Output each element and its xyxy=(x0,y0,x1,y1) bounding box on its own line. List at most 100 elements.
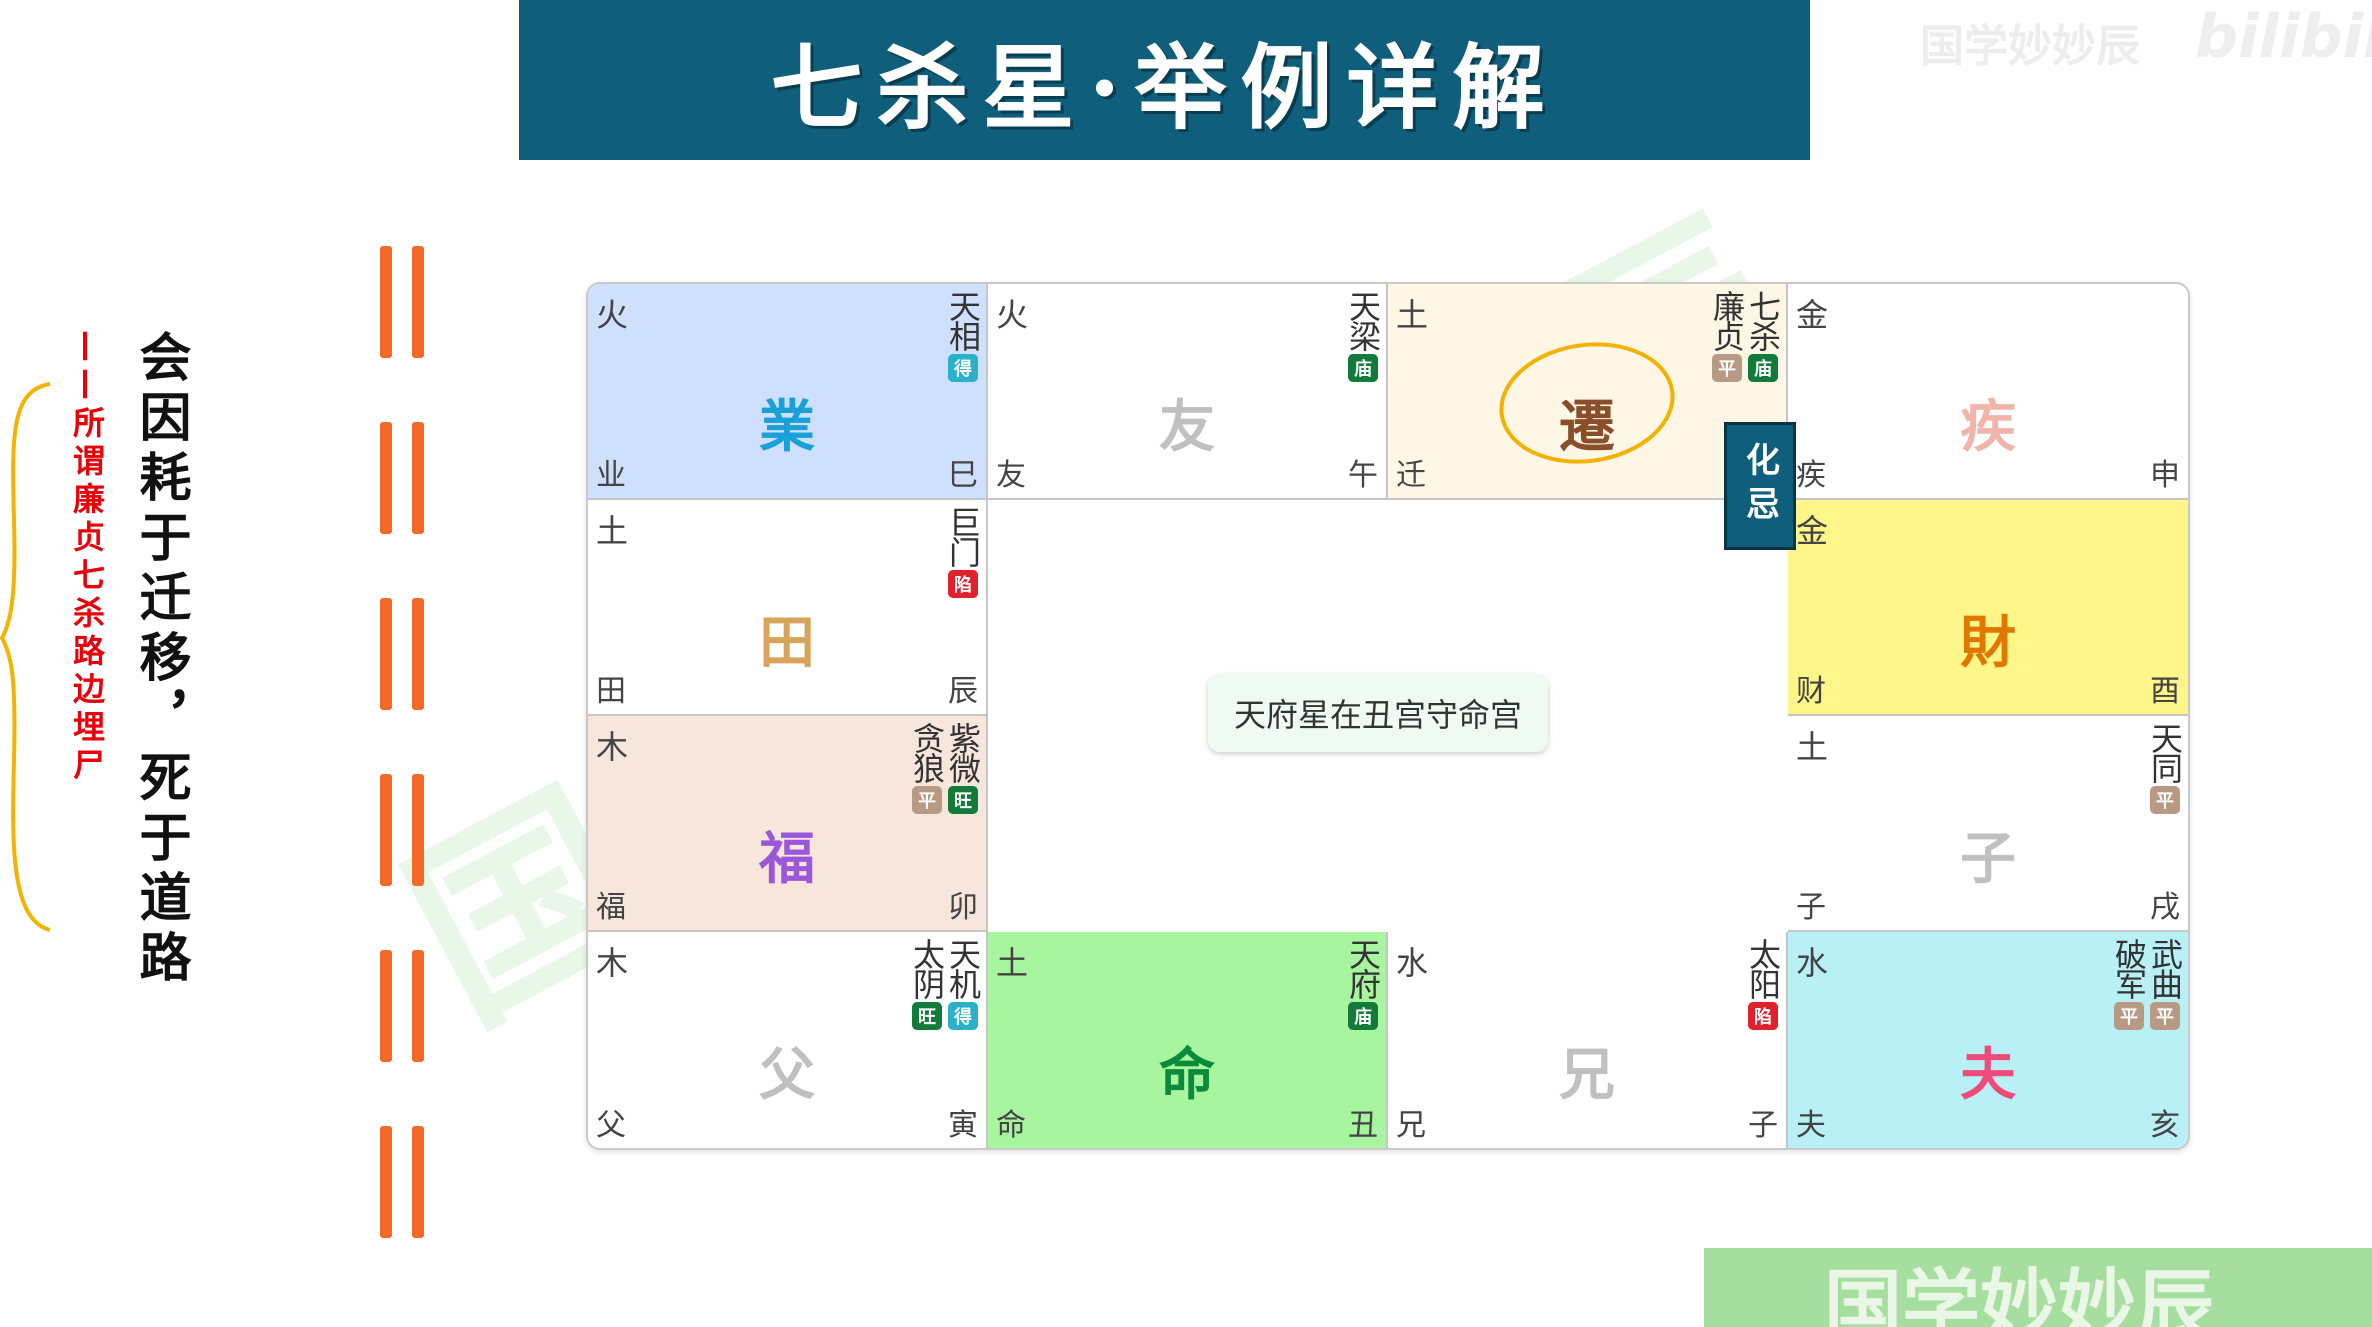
star-name: 天梁 xyxy=(1344,290,1382,350)
palace-cell-qian: 土廉贞平七杀庙遷迁未 xyxy=(1388,284,1788,500)
palace-element: 土 xyxy=(996,944,1029,982)
star-group: 天相得 xyxy=(944,290,982,382)
palace-name: 業 xyxy=(759,395,815,460)
star-name: 巨门 xyxy=(944,506,982,566)
palace-name: 田 xyxy=(759,611,815,676)
center-label: 天府星在丑宫守命宫 xyxy=(1208,674,1548,752)
star-status-badge: 得 xyxy=(948,354,978,382)
star-name: 天相 xyxy=(944,290,982,350)
star-name: 廉贞 xyxy=(1708,290,1746,350)
palace-short-label: 福 xyxy=(596,890,626,925)
star-status-badge: 旺 xyxy=(912,1002,942,1030)
palace-name: 父 xyxy=(759,1043,815,1108)
star-status-badge: 陷 xyxy=(948,570,978,598)
brand-box: 国学妙妙辰 xyxy=(1704,1248,2372,1327)
star-name: 紫微 xyxy=(944,722,982,782)
star-status-badge: 庙 xyxy=(1748,354,1778,382)
star-group: 天府庙 xyxy=(1344,938,1382,1030)
palace-branch-label: 丑 xyxy=(1348,1108,1378,1143)
palace-branch-label: 寅 xyxy=(948,1108,978,1143)
palace-branch-label: 卯 xyxy=(948,890,978,925)
palace-branch-label: 申 xyxy=(2150,458,2180,493)
palace-element: 水 xyxy=(1796,944,1829,982)
star-status-badge: 平 xyxy=(912,786,942,814)
orange-double-bar xyxy=(380,246,424,358)
highlight-circle-icon xyxy=(1499,342,1675,464)
palace-cell-cai: 金財财 酉 xyxy=(1788,500,2188,716)
star-status-badge: 庙 xyxy=(1348,1002,1378,1030)
palace-element: 木 xyxy=(596,728,629,766)
orange-double-bar xyxy=(380,774,424,886)
star-item: 七杀庙 xyxy=(1744,290,1782,382)
star-status-badge: 平 xyxy=(1712,354,1742,382)
palace-cell-fu2: 木太阴旺天机得父父寅 xyxy=(588,932,988,1148)
star-group: 太阴旺天机得 xyxy=(908,938,982,1030)
star-group: 天梁庙 xyxy=(1344,290,1382,382)
star-item: 天相得 xyxy=(944,290,982,382)
palace-name: 友 xyxy=(1159,395,1215,460)
ziwei-chart: 火天相得業业巳火天梁庙友友午土廉贞平七杀庙遷迁未金疾疾申土巨门陷田田辰金財财酉木… xyxy=(586,282,2190,1150)
star-status-badge: 陷 xyxy=(1748,1002,1778,1030)
star-name: 武曲 xyxy=(2146,938,2184,998)
palace-branch-label: 午 xyxy=(1348,458,1378,493)
palace-name: 兄 xyxy=(1559,1043,1615,1108)
palace-short-label: 友 xyxy=(996,458,1026,493)
palace-element: 土 xyxy=(596,512,629,550)
palace-element: 火 xyxy=(596,296,629,334)
star-name: 天府 xyxy=(1344,938,1382,998)
palace-branch-label: 亥 xyxy=(2150,1108,2180,1143)
star-group: 太阳陷 xyxy=(1744,938,1782,1030)
star-name: 贪狼 xyxy=(908,722,946,782)
star-item: 天府庙 xyxy=(1344,938,1382,1030)
palace-name: 財 xyxy=(1960,611,2016,676)
star-group: 贪狼平紫微旺 xyxy=(908,722,982,814)
star-status-badge: 平 xyxy=(2150,1002,2180,1030)
palace-branch-label: 酉 xyxy=(2150,674,2180,709)
palace-short-label: 兄 xyxy=(1396,1108,1426,1143)
palace-element: 金 xyxy=(1796,512,1829,550)
page-title: 七杀星·举例详解 xyxy=(770,33,1559,142)
palace-short-label: 父 xyxy=(596,1108,626,1143)
palace-short-label: 疾 xyxy=(1796,458,1826,493)
watermark-logo: bilibili xyxy=(2195,2,2372,72)
palace-element: 火 xyxy=(996,296,1029,334)
palace-cell-ming: 土天府庙命命丑 xyxy=(988,932,1388,1148)
curly-brace-icon xyxy=(0,382,51,932)
star-name: 太阳 xyxy=(1744,938,1782,998)
palace-name: 夫 xyxy=(1960,1043,2016,1108)
star-item: 紫微旺 xyxy=(944,722,982,814)
orange-double-bar xyxy=(380,598,424,710)
palace-branch-label: 戌 xyxy=(2150,890,2180,925)
star-group: 天同平 xyxy=(2146,722,2184,814)
star-group: 破军平武曲平 xyxy=(2110,938,2184,1030)
star-group: 廉贞平七杀庙 xyxy=(1708,290,1782,382)
palace-name: 命 xyxy=(1159,1043,1215,1108)
star-name: 太阴 xyxy=(908,938,946,998)
palace-cell-you: 火天梁庙友友午 xyxy=(988,284,1388,500)
star-item: 破军平 xyxy=(2110,938,2148,1030)
palace-short-label: 夫 xyxy=(1796,1108,1826,1143)
star-item: 天机得 xyxy=(944,938,982,1030)
palace-element: 木 xyxy=(596,944,629,982)
palace-element: 水 xyxy=(1396,944,1429,982)
watermark-brand: 国学妙妙辰 xyxy=(1920,21,2140,72)
star-item: 天梁庙 xyxy=(1344,290,1382,382)
palace-cell-zi: 土天同平子子戌 xyxy=(1788,716,2188,932)
palace-element: 土 xyxy=(1796,728,1829,766)
palace-cell-fu3: 水破军平武曲平夫夫亥 xyxy=(1788,932,2188,1148)
star-item: 廉贞平 xyxy=(1708,290,1746,382)
palace-cell-ji: 金疾疾申 xyxy=(1788,284,2188,500)
palace-branch-label: 巳 xyxy=(948,458,978,493)
orange-double-bar xyxy=(380,950,424,1062)
palace-short-label: 财 xyxy=(1796,674,1826,709)
orange-double-bar xyxy=(380,1126,424,1238)
star-status-badge: 平 xyxy=(2114,1002,2144,1030)
palace-element: 金 xyxy=(1796,296,1829,334)
palace-short-label: 田 xyxy=(596,674,626,709)
palace-short-label: 迁 xyxy=(1396,458,1426,493)
star-item: 太阳陷 xyxy=(1744,938,1782,1030)
star-item: 太阴旺 xyxy=(908,938,946,1030)
palace-branch-label: 辰 xyxy=(948,674,978,709)
palace-short-label: 子 xyxy=(1796,890,1826,925)
star-group: 巨门陷 xyxy=(944,506,982,598)
